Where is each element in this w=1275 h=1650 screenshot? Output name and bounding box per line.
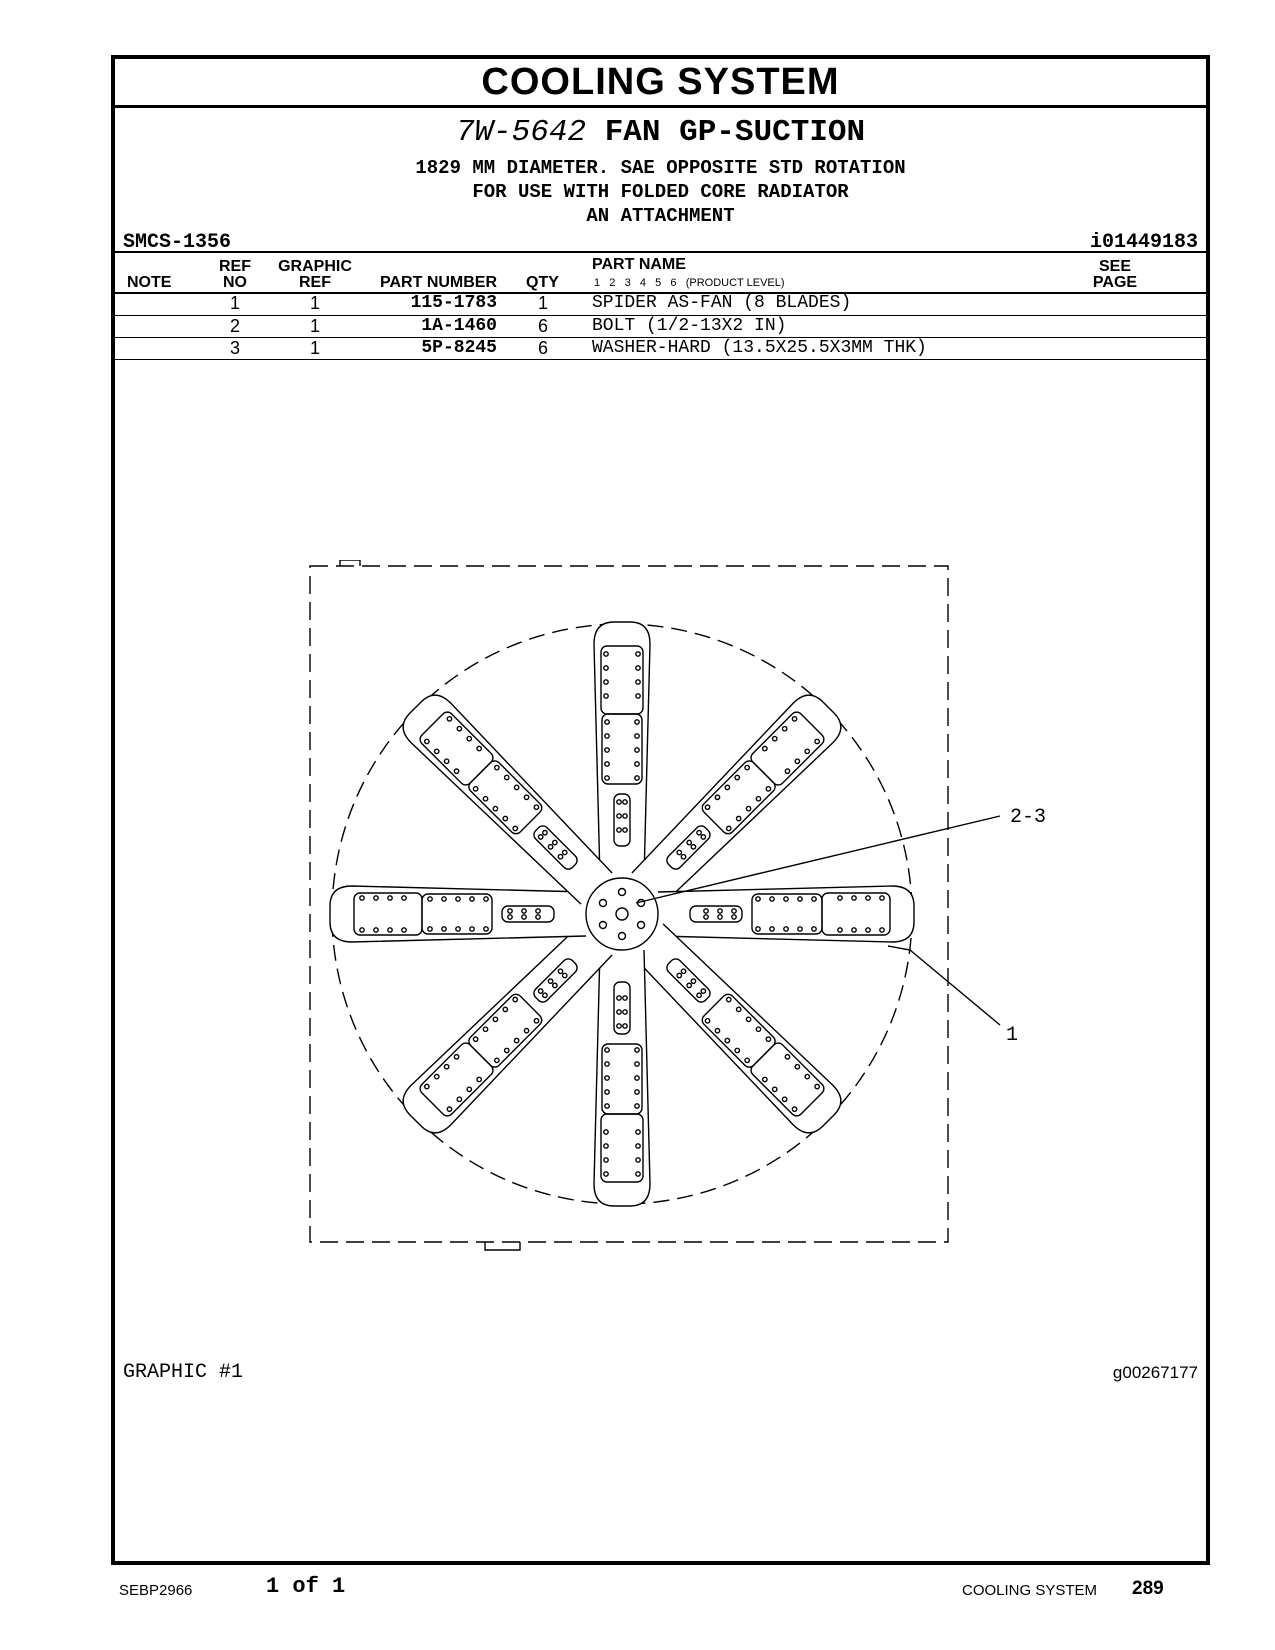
group-title: 7W-5642 FAN GP-SUCTION <box>115 115 1206 150</box>
group-description-3: AN ATTACHMENT <box>586 205 735 227</box>
row-qty: 1 <box>537 293 548 313</box>
hub <box>585 877 659 951</box>
fan-blade <box>329 885 587 943</box>
header-product-levels: 1 2 3 4 5 6 (PRODUCT LEVEL) <box>594 277 785 289</box>
page-count: 1 of 1 <box>266 1574 346 1599</box>
fan-illustration: 2-3 1 <box>309 560 1046 1251</box>
row-part-number: 1A-1460 <box>421 316 497 336</box>
table-header-rule <box>115 292 1206 294</box>
leader-line-2-3 <box>635 815 1001 904</box>
row-rule <box>115 359 1206 360</box>
section-title: COOLING SYSTEM <box>115 59 1206 108</box>
row-part-name: BOLT (1/2-13X2 IN) <box>592 316 787 336</box>
row-qty: 6 <box>537 338 548 358</box>
bolt-hole <box>598 898 608 908</box>
row-graphic-ref: 1 <box>309 316 320 336</box>
row-part-number: 115-1783 <box>410 293 497 313</box>
header-ref-no-2: NO <box>223 274 247 291</box>
fan-blade <box>657 885 915 943</box>
group-name: FAN GP-SUCTION <box>604 115 866 150</box>
page-number: 289 <box>1132 1578 1164 1599</box>
header-ref-no-1: REF <box>219 258 251 275</box>
row-graphic-ref: 1 <box>309 293 320 313</box>
graphic-label: GRAPHIC #1 <box>123 1361 244 1384</box>
fan-blade <box>593 949 651 1207</box>
row-rule <box>115 337 1206 338</box>
fan-blade <box>593 621 651 879</box>
header-graphic-ref-1: GRAPHIC <box>278 258 352 275</box>
smcs-code: SMCS-1356 <box>123 231 232 254</box>
fan-blade <box>402 694 613 905</box>
page-frame: COOLING SYSTEM 7W-5642 FAN GP-SUCTION 18… <box>111 55 1210 1565</box>
header-part-number: PART NUMBER <box>380 274 498 291</box>
doc-number: SEBP2966 <box>119 1582 193 1599</box>
table-top-rule <box>115 251 1206 253</box>
fan-blades <box>329 621 915 1207</box>
footer-section: COOLING SYSTEM <box>962 1582 1098 1599</box>
graphic-id: g00267177 <box>1112 1363 1198 1382</box>
leader-line-1 <box>887 945 1001 1026</box>
hub-bolt-holes <box>598 887 646 941</box>
bolt-hole <box>617 931 627 941</box>
row-part-name: SPIDER AS-FAN (8 BLADES) <box>592 293 852 313</box>
hub-center-bore <box>615 907 629 921</box>
row-part-number: 5P-8245 <box>421 338 497 358</box>
bolt-hole <box>636 920 646 930</box>
header-qty: QTY <box>526 274 559 291</box>
callout-2-3: 2-3 <box>1010 806 1046 829</box>
row-ref-no: 1 <box>229 293 240 313</box>
bolt-hole <box>617 887 627 897</box>
group-description-1: 1829 MM DIAMETER. SAE OPPOSITE STD ROTAT… <box>415 157 906 179</box>
fan-blade <box>402 923 613 1134</box>
header-note: NOTE <box>127 274 172 291</box>
fan-blade <box>631 923 842 1134</box>
row-part-name: WASHER-HARD (13.5X25.5X3MM THK) <box>592 338 927 358</box>
fan-blade <box>631 694 842 905</box>
bolt-hole <box>598 920 608 930</box>
group-part-number: 7W-5642 <box>455 115 587 150</box>
header-part-name: PART NAME <box>592 256 686 273</box>
header-graphic-ref-2: REF <box>299 274 331 291</box>
header-see-page-2: PAGE <box>1092 274 1138 291</box>
row-ref-no: 2 <box>229 316 240 336</box>
row-graphic-ref: 1 <box>309 338 320 358</box>
header-see-page-1: SEE <box>1098 258 1131 275</box>
group-description-2: FOR USE WITH FOLDED CORE RADIATOR <box>472 181 849 203</box>
row-ref-no: 3 <box>229 338 240 358</box>
row-rule <box>115 315 1206 316</box>
illustration-id: i01449183 <box>1089 231 1198 254</box>
row-qty: 6 <box>537 316 548 336</box>
callout-1: 1 <box>1006 1024 1018 1047</box>
